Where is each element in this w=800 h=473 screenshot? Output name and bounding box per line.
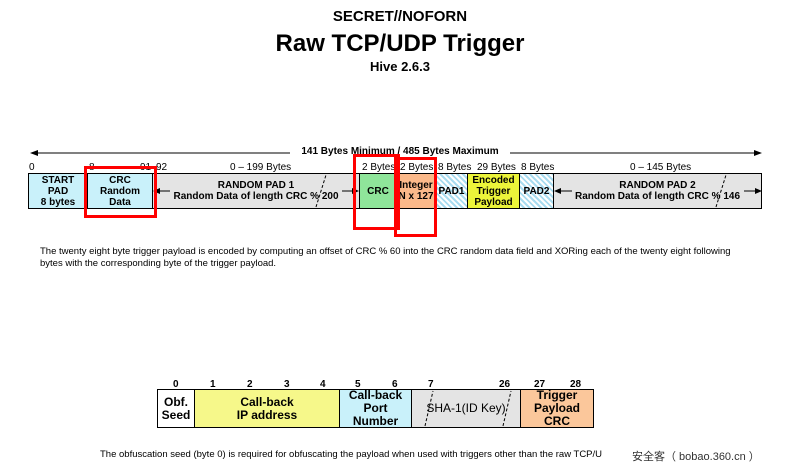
span-label: 141 Bytes Minimum / 485 Bytes Maximum bbox=[290, 146, 510, 157]
description-text: The twenty eight byte trigger payload is… bbox=[40, 246, 731, 269]
byte-offset: 2 bbox=[247, 379, 253, 390]
trigger-payload-crc-field: Trigger Payload CRC bbox=[520, 389, 594, 428]
highlight-crc bbox=[353, 154, 400, 230]
classification-marking: SECRET//NOFORN bbox=[332, 8, 468, 25]
highlight-crc-random-data bbox=[84, 166, 157, 218]
crc-field: CRC bbox=[359, 173, 397, 209]
start-pad-field: START PAD 8 bytes bbox=[28, 173, 88, 209]
byte-offset: 5 bbox=[355, 379, 361, 390]
size-label: 8 Bytes bbox=[521, 162, 555, 173]
byte-offset: 6 bbox=[392, 379, 398, 390]
sha1-id-key-field: SHA-1(ID Key) bbox=[411, 389, 521, 428]
size-label: 8 Bytes bbox=[438, 162, 472, 173]
callback-ip-field: Call-back IP address bbox=[194, 389, 340, 428]
byte-offset: 28 bbox=[570, 379, 582, 390]
size-label: 0 – 199 Bytes bbox=[230, 162, 292, 173]
size-label: 2 Bytes bbox=[400, 162, 434, 173]
size-label: 2 Bytes bbox=[362, 162, 396, 173]
page-subtitle: Hive 2.6.3 bbox=[370, 59, 430, 74]
byte-offset: 3 bbox=[284, 379, 290, 390]
encoded-trigger-payload-field: Encoded Trigger Payload bbox=[467, 173, 520, 209]
watermark: 安全客（ bobao.360.cn ） bbox=[632, 451, 760, 463]
byte-offset: 0 bbox=[173, 379, 179, 390]
byte-offset: 1 bbox=[210, 379, 216, 390]
page-title: Raw TCP/UDP Trigger bbox=[275, 30, 525, 57]
size-label: 0 – 145 Bytes bbox=[630, 162, 692, 173]
integer-field: Integer N x 127 bbox=[396, 173, 436, 209]
byte-offset: 27 bbox=[534, 379, 546, 390]
highlight-integer bbox=[394, 157, 437, 237]
offset-label: 92 bbox=[156, 162, 168, 173]
byte-offset: 7 bbox=[428, 379, 434, 390]
byte-offset: 26 bbox=[499, 379, 511, 390]
random-pad-1-field: RANDOM PAD 1 Random Data of length CRC %… bbox=[152, 173, 360, 209]
random-pad-2-field: RANDOM PAD 2 Random Data of length CRC %… bbox=[553, 173, 762, 209]
callback-port-field: Call-back Port Number bbox=[339, 389, 412, 428]
footer-note: The obfuscation seed (byte 0) is require… bbox=[100, 449, 603, 460]
offset-label: 0 bbox=[29, 162, 35, 173]
byte-offset: 4 bbox=[320, 379, 326, 390]
size-label: 29 Bytes bbox=[477, 162, 516, 173]
obf-seed-field: Obf. Seed bbox=[157, 389, 195, 428]
